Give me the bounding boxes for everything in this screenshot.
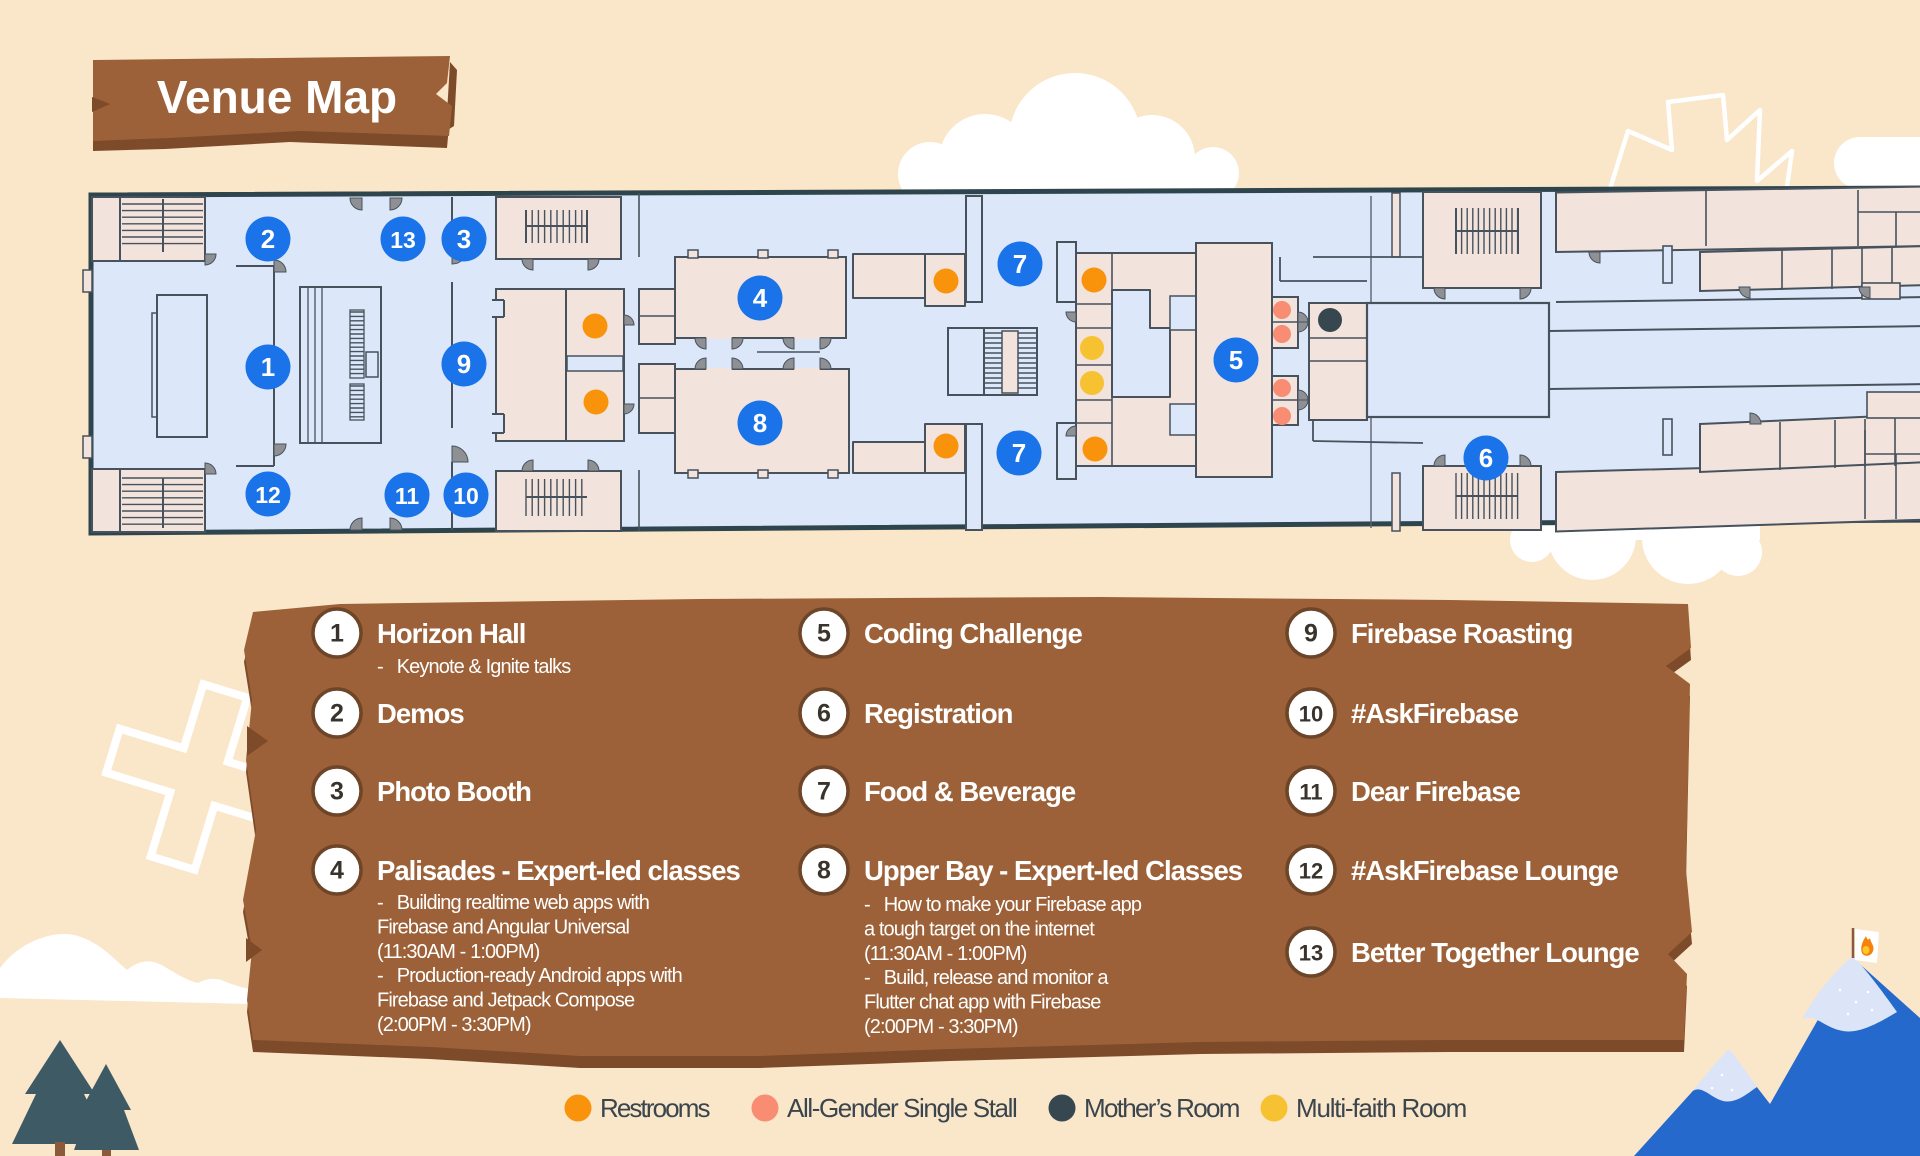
- svg-text:8: 8: [817, 857, 831, 885]
- svg-text:Firebase and Jetpack Compose: Firebase and Jetpack Compose: [377, 990, 635, 1012]
- svg-text:Multi-faith Room: Multi-faith Room: [1296, 1093, 1466, 1123]
- svg-text:Demos: Demos: [377, 698, 464, 729]
- svg-text:7: 7: [817, 778, 831, 806]
- svg-text:7: 7: [1013, 249, 1027, 279]
- svg-text:Venue Map: Venue Map: [157, 71, 397, 123]
- svg-text:11: 11: [1299, 780, 1322, 805]
- svg-text:12: 12: [255, 482, 281, 508]
- svg-text:Coding Challenge: Coding Challenge: [864, 618, 1082, 649]
- svg-text:10: 10: [453, 483, 479, 509]
- svg-text:13: 13: [1299, 941, 1323, 966]
- svg-text:13: 13: [390, 227, 416, 253]
- svg-text:Registration: Registration: [864, 698, 1013, 729]
- svg-text:4: 4: [330, 857, 344, 885]
- svg-text:Mother’s Room: Mother’s Room: [1084, 1093, 1239, 1123]
- svg-text:Dear Firebase: Dear Firebase: [1351, 776, 1521, 807]
- svg-text:9: 9: [1304, 620, 1318, 648]
- svg-text:12: 12: [1299, 859, 1323, 884]
- svg-text:3: 3: [457, 224, 471, 254]
- svg-text:7: 7: [1012, 438, 1026, 468]
- svg-text:6: 6: [817, 700, 831, 728]
- svg-text:#AskFirebase: #AskFirebase: [1351, 698, 1519, 729]
- svg-text:8: 8: [753, 408, 767, 438]
- svg-text:1: 1: [330, 620, 344, 648]
- svg-text:#AskFirebase Lounge: #AskFirebase Lounge: [1351, 855, 1618, 886]
- svg-text:(11:30AM - 1:00PM): (11:30AM - 1:00PM): [864, 943, 1027, 965]
- svg-text:Palisades - Expert-led classes: Palisades - Expert-led classes: [377, 855, 741, 886]
- svg-text:a tough target on the internet: a tough target on the internet: [864, 918, 1095, 940]
- svg-text:All-Gender Single Stall: All-Gender Single Stall: [787, 1093, 1017, 1123]
- svg-text:1: 1: [261, 352, 275, 382]
- svg-text:2: 2: [330, 700, 344, 728]
- svg-text:Firebase and Angular Universal: Firebase and Angular Universal: [377, 916, 629, 938]
- svg-text:10: 10: [1299, 702, 1323, 727]
- svg-text:- Build, release and monitor: - Build, release and monitor a: [864, 967, 1109, 989]
- svg-text:Photo Booth: Photo Booth: [377, 776, 531, 807]
- svg-text:(11:30AM - 1:00PM): (11:30AM - 1:00PM): [377, 941, 540, 963]
- svg-text:2: 2: [261, 224, 275, 254]
- svg-text:- Building realtime web apps: - Building realtime web apps with: [377, 892, 649, 914]
- svg-text:- Keynote & Ignite talks: - Keynote & Ignite talks: [377, 656, 571, 678]
- svg-text:Firebase Roasting: Firebase Roasting: [1351, 618, 1572, 649]
- svg-text:5: 5: [1229, 345, 1243, 375]
- svg-text:Horizon Hall: Horizon Hall: [377, 618, 525, 649]
- svg-text:9: 9: [457, 349, 471, 379]
- svg-text:6: 6: [1479, 443, 1493, 473]
- svg-text:Restrooms: Restrooms: [600, 1093, 710, 1123]
- svg-text:Flutter chat app with Firebase: Flutter chat app with Firebase: [864, 992, 1101, 1014]
- svg-text:4: 4: [753, 283, 768, 313]
- svg-text:Better Together Lounge: Better Together Lounge: [1351, 937, 1639, 968]
- svg-text:Food & Beverage: Food & Beverage: [864, 776, 1076, 807]
- svg-text:(2:00PM - 3:30PM): (2:00PM - 3:30PM): [377, 1014, 531, 1036]
- svg-text:(2:00PM - 3:30PM): (2:00PM - 3:30PM): [864, 1016, 1018, 1038]
- svg-text:Upper Bay - Expert-led Classes: Upper Bay - Expert-led Classes: [864, 855, 1243, 886]
- svg-text:5: 5: [817, 620, 831, 648]
- svg-text:- How to make your Firebase: - How to make your Firebase app: [864, 894, 1142, 916]
- svg-text:11: 11: [395, 483, 420, 509]
- svg-text:- Production-ready Android a: - Production-ready Android apps with: [377, 965, 682, 987]
- svg-text:3: 3: [330, 778, 344, 806]
